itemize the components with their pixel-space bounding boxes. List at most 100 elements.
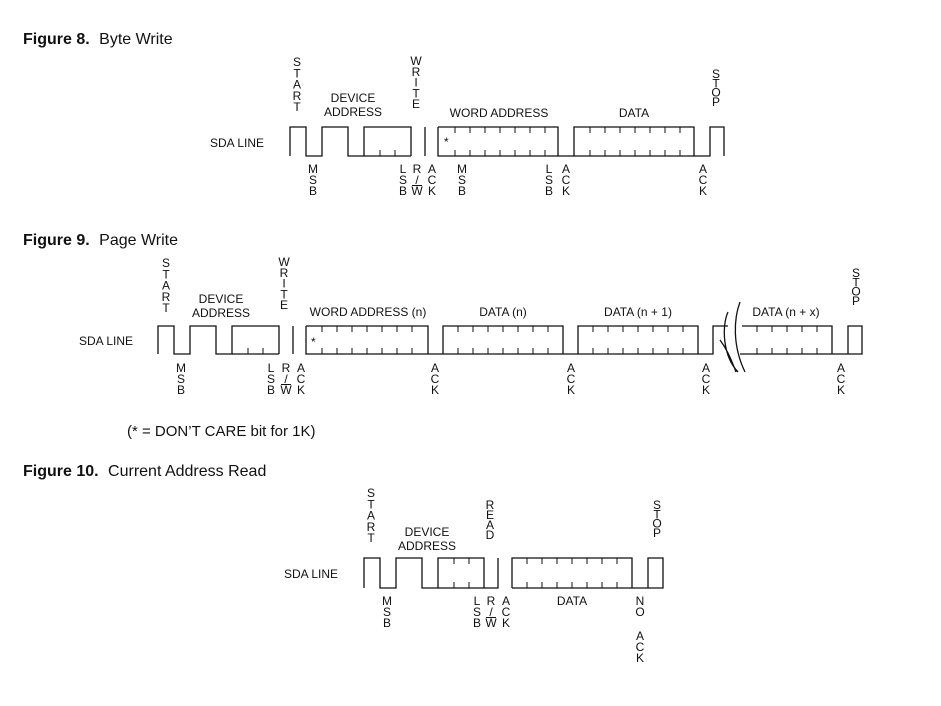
fig10-bit-ticks bbox=[453, 558, 618, 588]
fig8-rw-label: R / W bbox=[411, 162, 423, 198]
fig10-data-label: DATA bbox=[557, 594, 587, 608]
fig8-bit-ticks bbox=[379, 127, 681, 156]
fig9-data-n1-label: DATA (n + 1) bbox=[604, 305, 672, 319]
fig9-sda-waveform bbox=[157, 325, 863, 355]
fig9-bit-ticks bbox=[247, 326, 818, 354]
svg-text:W: W bbox=[280, 383, 292, 397]
svg-text:/: / bbox=[489, 605, 493, 619]
svg-text:/: / bbox=[284, 372, 288, 386]
figure-9-number: Figure 9. bbox=[23, 232, 90, 249]
fig10-sda-label: SDA LINE bbox=[284, 567, 338, 581]
fig9-word-address-label: WORD ADDRESS (n) bbox=[310, 305, 427, 319]
svg-text:R: R bbox=[413, 162, 422, 176]
svg-text:R: R bbox=[487, 594, 496, 608]
figure-8-title: Byte Write bbox=[99, 31, 173, 48]
fig9-rw-label: R / W bbox=[280, 361, 292, 397]
fig9-address-label: ADDRESS bbox=[192, 306, 250, 320]
fig8-sda-label: SDA LINE bbox=[210, 136, 264, 150]
svg-text:W: W bbox=[411, 184, 423, 198]
fig10-address-label: ADDRESS bbox=[398, 539, 456, 553]
fig9-device-label: DEVICE bbox=[199, 292, 244, 306]
svg-text:Figure 10. Current Addre: Figure 10. Current Address Read bbox=[23, 463, 266, 480]
svg-text:Figure 8. Byte Write: Figure 8. Byte Write bbox=[23, 31, 173, 48]
fig9-data-n-label: DATA (n) bbox=[479, 305, 527, 319]
figure-8-number: Figure 8. bbox=[23, 31, 90, 48]
figure-9-title: Page Write bbox=[99, 232, 178, 249]
fig9-dont-care-star: * bbox=[311, 335, 316, 349]
svg-text:W: W bbox=[485, 616, 497, 630]
fig10-device-label: DEVICE bbox=[405, 525, 450, 539]
fig8-dont-care-star: * bbox=[444, 135, 449, 149]
fig8-word-address-label: WORD ADDRESS bbox=[450, 106, 549, 120]
dont-care-note: (* = DON’T CARE bit for 1K) bbox=[127, 423, 316, 440]
fig8-device-label: DEVICE bbox=[331, 91, 376, 105]
fig8-sda-waveform bbox=[289, 126, 725, 157]
fig9-break-curves bbox=[719, 301, 746, 373]
svg-text:Figure 9. Page Write: Figure 9. Page Write bbox=[23, 232, 178, 249]
fig10-rw-label: R / W bbox=[485, 594, 497, 630]
fig9-sda-label: SDA LINE bbox=[79, 334, 133, 348]
figure-10-number: Figure 10. bbox=[23, 463, 99, 480]
svg-text:/: / bbox=[415, 173, 419, 187]
fig8-address-label: ADDRESS bbox=[324, 105, 382, 119]
fig9-data-nx-label: DATA (n + x) bbox=[752, 305, 819, 319]
